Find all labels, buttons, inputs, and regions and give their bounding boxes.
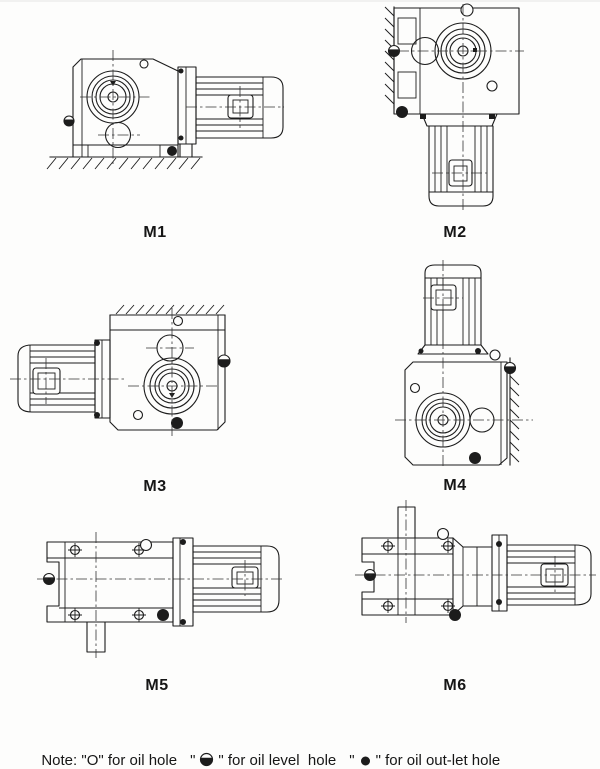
oil-outlet-symbol	[396, 106, 408, 118]
note-oil-hole-text: Note: "O" for oil hole	[41, 752, 178, 769]
m5-centerlines	[37, 532, 285, 658]
m4-wall-hatch	[509, 357, 520, 466]
m3-terminal-box	[32, 367, 61, 395]
m1-gearbox	[72, 58, 179, 158]
oil-outlet-symbol	[449, 609, 461, 621]
m4-gearbox	[404, 361, 508, 466]
note-oil-level-text: " for oil level hole	[218, 752, 337, 769]
m2-drawing	[384, 3, 524, 211]
m6-centerlines	[355, 500, 596, 623]
oil-hole-symbol	[172, 315, 184, 327]
m3-ceiling-hatch	[109, 304, 226, 316]
m1-drawing	[46, 50, 284, 170]
m3-centerlines	[10, 308, 220, 436]
note-oil-outlet-open-quote: "	[349, 752, 355, 769]
oil-hole-symbol	[489, 349, 501, 361]
m6-motor	[491, 534, 592, 612]
oil-hole-symbol	[436, 527, 450, 541]
oil-level-symbol	[387, 44, 401, 58]
oil-outlet-symbol	[469, 452, 481, 464]
oil-outlet-symbol	[157, 609, 169, 621]
scan-artifact	[0, 0, 600, 2]
m4-motor	[417, 264, 489, 355]
note-oil-outlet-segment: " " for oil out-let hole	[349, 752, 500, 769]
oil-outlet-symbol	[171, 417, 183, 429]
note-oil-outlet-text: " for oil out-let hole	[375, 752, 501, 769]
m2-wall-hatch	[384, 6, 395, 109]
note: Note: "O" for oil hole " " for oil level h…	[33, 735, 593, 769]
oil-level-icon	[200, 752, 214, 767]
oil-level-symbol	[63, 115, 75, 127]
oil-hole-symbol	[139, 538, 153, 552]
m3-gearbox	[109, 314, 226, 431]
m2-centerlines	[398, 4, 524, 211]
m1-motor	[177, 66, 284, 158]
figure-label-m3: M3	[143, 478, 167, 495]
note-oil-level-open-quote: "	[190, 752, 196, 769]
m4-drawing	[395, 260, 533, 468]
m1-centerlines	[80, 50, 284, 164]
m4-terminal-box	[430, 284, 457, 311]
figure-label-m2: M2	[443, 224, 467, 241]
m5-gearbox	[46, 541, 174, 653]
m2-motor	[420, 113, 498, 207]
m3-drawing	[10, 304, 231, 436]
m6-input-shaft	[397, 506, 416, 539]
m5-motor	[172, 537, 280, 627]
oil-level-symbol	[217, 354, 231, 368]
m2-gearbox	[393, 7, 520, 115]
figure-label-m4: M4	[443, 477, 467, 494]
figure-label-m5: M5	[145, 677, 169, 694]
m3-motor	[17, 339, 111, 419]
m6-drawing	[355, 500, 596, 623]
figure-label-m1: M1	[143, 224, 167, 241]
oil-outlet-icon	[360, 756, 370, 766]
m6-gearbox	[361, 506, 493, 616]
note-oil-level-segment: " " for oil level hole	[190, 752, 336, 769]
oil-hole-symbol	[460, 3, 474, 17]
m4-centerlines	[395, 260, 533, 468]
m5-drawing	[37, 532, 285, 658]
m3-plug-hole	[132, 409, 144, 421]
m1-terminal-box	[227, 94, 254, 119]
oil-level-symbol	[503, 361, 517, 375]
oil-hole-symbol	[139, 59, 149, 69]
m5-bolt-marks	[68, 543, 146, 622]
m6-bolt-marks	[381, 539, 455, 613]
m1-floor-hatch	[46, 156, 203, 170]
oil-outlet-symbol	[167, 146, 177, 156]
figure-label-m6: M6	[443, 677, 467, 694]
